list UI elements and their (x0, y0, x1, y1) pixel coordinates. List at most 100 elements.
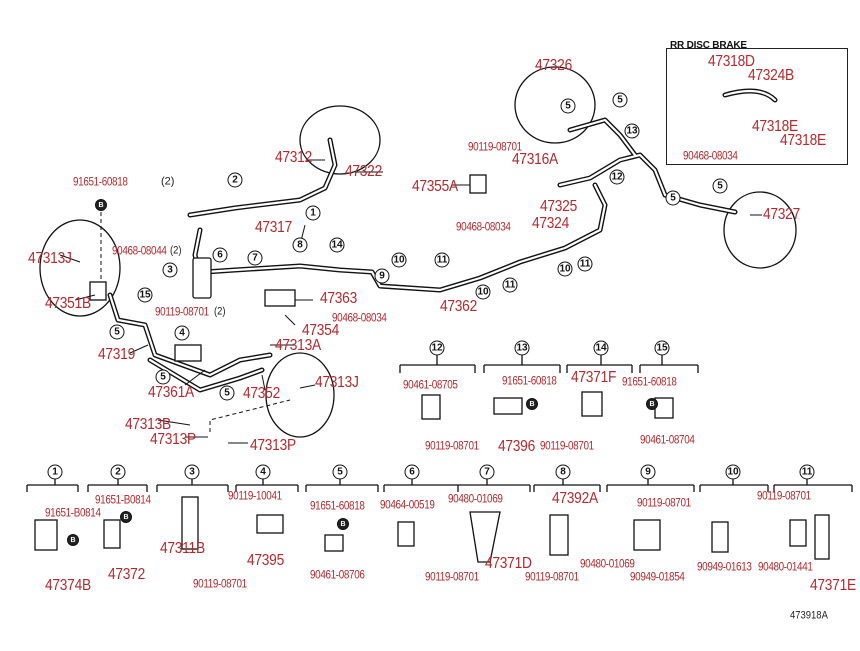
part-number-label[interactable]: 47361A (148, 384, 194, 401)
part-number-label[interactable]: 90468-08044 (112, 245, 167, 258)
part-number-label[interactable]: 90468-08034 (683, 150, 738, 163)
quantity-note: (2) (161, 175, 175, 188)
part-number-label[interactable]: 47326 (535, 57, 572, 74)
callout-14: 14 (329, 237, 345, 253)
part-number-label[interactable]: 47372 (108, 566, 145, 583)
part-number-label[interactable]: 90119-08701 (757, 490, 811, 503)
part-number-label[interactable]: 90480-01069 (448, 493, 503, 506)
part-number-label[interactable]: 90119-08701 (525, 571, 579, 584)
part-number-label[interactable]: 47313J (315, 374, 359, 391)
bolt-mark-icon: B (95, 199, 107, 211)
part-number-label[interactable]: 47351B (45, 295, 91, 312)
part-number-label[interactable]: 90119-08701 (468, 141, 522, 154)
callout-12: 12 (429, 340, 445, 356)
quantity-note: (2) (214, 305, 226, 318)
part-number-label[interactable]: 90949-01613 (697, 561, 752, 574)
bolt-mark-icon: B (337, 518, 349, 530)
callout-10: 10 (391, 252, 407, 268)
part-number-label[interactable]: 90468-08034 (456, 221, 511, 234)
part-number-label[interactable]: 47324 (532, 215, 569, 232)
part-number-label[interactable]: 47318E (752, 118, 798, 135)
part-number-label[interactable]: 47392A (552, 490, 598, 507)
callout-3: 3 (184, 464, 200, 480)
part-number-label[interactable]: 91651-60818 (622, 376, 677, 389)
quantity-note: (2) (170, 244, 182, 257)
part-number-label[interactable]: 90464-00519 (380, 499, 435, 512)
part-number-label[interactable]: 47322 (345, 163, 382, 180)
part-number-label[interactable]: 91651-60818 (502, 375, 557, 388)
part-number-label[interactable]: 47325 (540, 198, 577, 215)
part-number-label[interactable]: 47318E (780, 132, 826, 149)
callout-10: 10 (725, 464, 741, 480)
part-number-label[interactable]: 90119-08701 (425, 440, 479, 453)
callout-10: 10 (557, 261, 573, 277)
callout-5: 5 (155, 369, 171, 385)
part-number-label[interactable]: 47324B (748, 67, 794, 84)
callout-7: 7 (479, 464, 495, 480)
part-number-label[interactable]: 47327 (763, 206, 800, 223)
part-number-label[interactable]: 91651-60818 (73, 176, 128, 189)
part-number-label[interactable]: 47318D (708, 53, 755, 70)
inset-title: RR DISC BRAKE (670, 40, 747, 51)
part-number-label[interactable]: 47363 (320, 290, 357, 307)
part-number-label[interactable]: 47371D (485, 555, 532, 572)
callout-3: 3 (162, 262, 178, 278)
callout-1: 1 (305, 205, 321, 221)
callout-15: 15 (137, 287, 153, 303)
part-number-label[interactable]: 90119-08701 (540, 440, 594, 453)
callout-4: 4 (255, 464, 271, 480)
part-number-label[interactable]: 47319 (98, 346, 135, 363)
part-number-label[interactable]: 47313A (275, 337, 321, 354)
part-number-label[interactable]: 90480-01441 (758, 561, 813, 574)
part-number-label[interactable]: 47312 (275, 149, 312, 166)
callout-9: 9 (640, 464, 656, 480)
part-number-label[interactable]: 47362 (440, 298, 477, 315)
part-number-label[interactable]: 47395 (247, 552, 284, 569)
part-number-label[interactable]: 47355A (412, 178, 458, 195)
part-number-label[interactable]: 90949-01854 (630, 571, 685, 584)
part-number-label[interactable]: 90461-08704 (640, 434, 695, 447)
part-number-label[interactable]: 91651-B0814 (45, 507, 101, 520)
callout-8: 8 (555, 464, 571, 480)
part-number-label[interactable]: 90461-08705 (403, 379, 458, 392)
callout-5: 5 (712, 178, 728, 194)
callout-2: 2 (110, 464, 126, 480)
part-number-label[interactable]: 47313J (28, 250, 72, 267)
part-number-label[interactable]: 47374B (45, 577, 91, 594)
callout-13: 13 (624, 123, 640, 139)
part-number-label[interactable]: 47317 (255, 219, 292, 236)
callout-5: 5 (219, 385, 235, 401)
part-number-label[interactable]: 90119-10041 (228, 490, 282, 503)
part-number-label[interactable]: 90461-08706 (310, 569, 365, 582)
front-rotor-upper (299, 105, 381, 175)
callout-15: 15 (654, 340, 670, 356)
callout-8: 8 (292, 237, 308, 253)
callout-5: 5 (612, 92, 628, 108)
callout-11: 11 (577, 256, 593, 272)
part-number-label[interactable]: 47313P (250, 437, 296, 454)
part-number-label[interactable]: 90119-08701 (155, 306, 209, 319)
callout-4: 4 (174, 325, 190, 341)
part-number-label[interactable]: 90468-08034 (332, 312, 387, 325)
part-number-label[interactable]: 47313B (125, 416, 171, 433)
part-number-label[interactable]: 47311B (160, 540, 205, 557)
diagram-id: 473918A (790, 609, 828, 622)
part-number-label[interactable]: 47396 (498, 438, 535, 455)
part-number-label[interactable]: 47371E (810, 577, 856, 594)
part-number-label[interactable]: 47313P (150, 431, 196, 448)
callout-5: 5 (109, 324, 125, 340)
part-number-label[interactable]: 47352 (243, 385, 280, 402)
part-number-label[interactable]: 47371F (571, 369, 617, 386)
part-number-label[interactable]: 91651-B0814 (95, 494, 151, 507)
part-number-label[interactable]: 90119-08701 (425, 571, 479, 584)
right-front-rotor (265, 352, 335, 438)
part-number-label[interactable]: 47316A (512, 151, 558, 168)
left-rotor (39, 219, 121, 317)
callout-13: 13 (514, 340, 530, 356)
part-number-label[interactable]: 47354 (302, 322, 339, 339)
part-number-label[interactable]: 91651-60818 (310, 500, 365, 513)
part-number-label[interactable]: 90480-01069 (580, 558, 635, 571)
rear-right-rotor (723, 191, 797, 269)
part-number-label[interactable]: 90119-08701 (193, 578, 247, 591)
part-number-label[interactable]: 90119-08701 (637, 497, 691, 510)
